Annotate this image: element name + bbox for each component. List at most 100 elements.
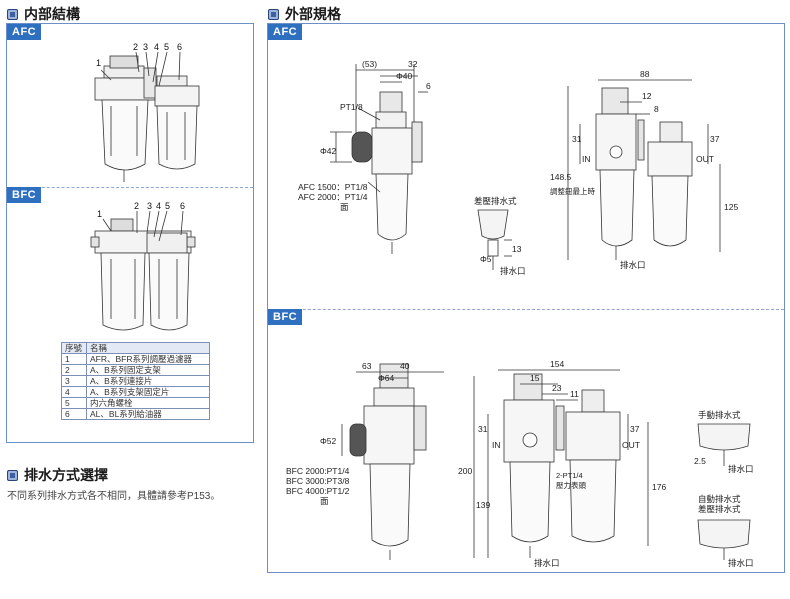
tag-bfc: BFC [268,309,303,325]
afc-internal-drawing: 1 2 3 4 5 6 [94,42,200,182]
drain-outlet: 排水口 [728,464,754,474]
port-afc2000: AFC 2000：PT1/4 [298,192,368,202]
callout-5: 5 [164,42,169,52]
dim-11: 11 [570,389,579,399]
dim-40: 40 [400,361,410,371]
dim-40: Φ40 [396,71,413,81]
drain-type-label: 差壓排水式 [474,196,517,206]
table-cell: 4 [61,386,87,398]
dim-63: 63 [362,361,372,371]
port-bfc4000: BFC 4000:PT1/2 [286,486,350,496]
dim-52: Φ52 [320,436,337,446]
manual-drain-label: 手動排水式 [698,410,741,420]
adjust-note: 調整鈕最上時 [550,186,595,196]
section-bullet-icon [268,8,279,20]
section-title: 外部規格 [285,6,341,22]
dim-31: 31 [572,134,582,144]
section-title: 排水方式選擇 [24,467,108,483]
panel-divider [7,187,253,188]
port-in: IN [492,440,501,450]
callout-2: 2 [133,42,138,52]
callout-1: 1 [96,58,101,68]
table-cell: A、B系列連接片 [86,375,210,387]
diff-drain-label: 差壓排水式 [698,504,741,514]
gauge-label: 壓力表頭 [556,480,586,490]
table-cell: 内六角螺栓 [86,397,210,409]
table-cell: AL、BL系列給油器 [86,408,210,420]
table-cell: 2 [61,364,87,376]
dim-31: 31 [478,424,488,434]
table-cell: 5 [61,397,87,409]
port-bfc3000: BFC 3000:PT3/8 [286,476,350,486]
callout-5: 5 [165,201,170,211]
bfc-external-drawing: 63 40 Φ64 Φ52 BFC 2000:PT1/4 BFC 3000:PT… [286,359,754,568]
port-bfc2000: BFC 2000:PT1/4 [286,466,350,476]
drain-outlet: 排水口 [534,558,560,568]
section-bullet-icon [7,469,18,481]
callout-4: 4 [156,201,161,211]
section-internal-structure: 内部結構 [7,4,80,24]
dim-154: 154 [550,359,564,369]
dim-148: 148.5 [550,172,572,182]
internal-structure-panel: AFC BFC [6,23,254,443]
external-specs-panel: AFC BFC [267,23,785,573]
dim-125: 125 [724,202,738,212]
bfc-internal-drawing: 1 2 3 4 5 6 [90,201,196,331]
drain-outlet: 排水口 [620,260,646,270]
callout-3: 3 [147,201,152,211]
section-title: 内部結構 [24,6,80,22]
dim-200: 200 [458,466,472,476]
dim-139: 139 [476,500,490,510]
callout-2: 2 [134,201,139,211]
table-cell: 6 [61,408,87,420]
section-drain-selection: 排水方式選擇 [7,465,108,485]
dim-phi5: Φ5 [480,254,492,264]
dim-37: 37 [630,424,640,434]
table-cell: A、B系列固定支架 [86,364,210,376]
dim-8: 8 [654,104,659,114]
port-in: IN [582,154,591,164]
table-cell: 3 [61,375,87,387]
column-header-no: 序號 [61,342,87,354]
dim-88: 88 [640,69,650,79]
dim-12: 12 [642,91,652,101]
dim-37: 37 [710,134,720,144]
afc-external-drawing: (53) 32 Φ40 6 PT1/8 Φ42 AFC 1500：PT1/8 A… [298,59,738,276]
auto-drain-label: 自動排水式 [698,494,741,504]
drain-outlet: 排水口 [500,266,526,276]
drain-outlet: 排水口 [728,558,754,568]
section-external-specs: 外部規格 [268,4,341,24]
section-bullet-icon [7,8,18,20]
dim-2-5: 2.5 [694,456,706,466]
dim-15: 15 [530,373,540,383]
dim-53: (53) [362,59,377,69]
panel-divider [268,309,784,310]
column-header-name: 名稱 [86,342,210,354]
dim-32: 32 [408,59,418,69]
dim-42: Φ42 [320,146,337,156]
port-out: OUT [622,440,640,450]
callout-6: 6 [177,42,182,52]
dim-6: 6 [426,81,431,91]
dim-23: 23 [552,383,562,393]
table-cell: A、B系列支架固定片 [86,386,210,398]
panel-label: 面 [340,202,349,212]
drain-note: 不同系列排水方式各不相同，具體請參考P153。 [7,491,221,502]
table-cell: 1 [61,353,87,365]
table-cell: AFR、BFR系列調壓過濾器 [86,353,210,365]
dim-13: 13 [512,244,522,254]
port-pt: 2-PT1/4 [556,471,583,480]
dim-port: PT1/8 [340,102,363,112]
callout-3: 3 [143,42,148,52]
table-header-row: 序號 名稱 [61,342,210,354]
tag-bfc: BFC [7,187,42,203]
callout-1: 1 [97,209,102,219]
port-afc1500: AFC 1500：PT1/8 [298,182,368,192]
panel-label: 面 [320,496,329,506]
